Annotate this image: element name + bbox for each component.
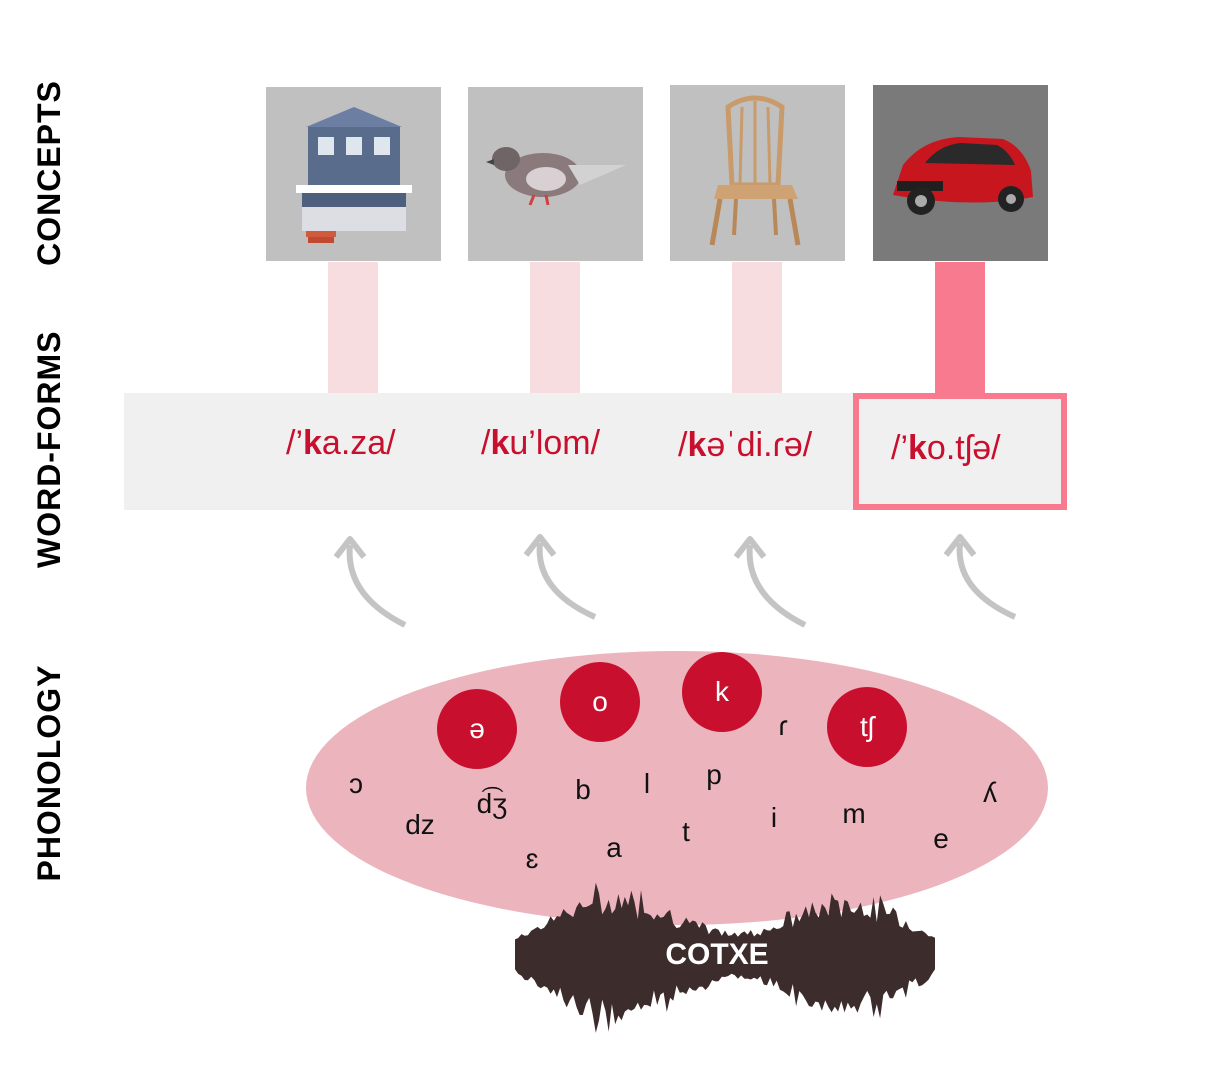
word-form-car: /’ko.tʃə/ <box>891 429 1001 467</box>
phoneme: p <box>706 759 722 790</box>
phonology-ellipse <box>306 651 1048 925</box>
phoneme: ɔ <box>349 768 363 799</box>
arrow-chair-head <box>733 536 767 559</box>
phoneme: t <box>682 816 690 847</box>
phoneme: m <box>842 798 866 829</box>
word-form-pigeon: /ku’lom/ <box>481 424 601 462</box>
active-phoneme-o: o <box>560 662 640 742</box>
concepts-layer-label: CONCEPTS <box>31 80 67 266</box>
phoneme: i <box>770 802 778 833</box>
connector-house <box>328 262 378 393</box>
phoneme: ʎ <box>983 777 997 808</box>
arrow-house-head <box>333 536 367 559</box>
house-icon <box>296 107 412 243</box>
phoneme: e <box>933 823 949 854</box>
arrow-pigeon-head <box>523 534 557 557</box>
audio-word-label: COTXE <box>665 938 769 971</box>
chair-icon <box>709 95 801 246</box>
word-form-house: /’ka.za/ <box>286 424 396 462</box>
pigeon-icon <box>486 147 626 206</box>
concept-house <box>266 87 441 261</box>
active-phoneme-tsh: tʃ <box>827 687 907 767</box>
phoneme: l <box>643 768 651 799</box>
activation-arrows <box>333 534 1017 628</box>
phonology-layer-label: PHONOLOGY <box>31 664 67 882</box>
phoneme: b <box>575 774 591 805</box>
concept-car <box>873 85 1048 261</box>
connector-car <box>935 262 985 393</box>
phoneme: ɛ <box>525 843 539 874</box>
arrow-pigeon <box>536 542 597 620</box>
arrow-house <box>346 544 407 628</box>
word-forms-bar <box>124 393 1067 510</box>
phoneme: d͡ʒ <box>476 788 508 819</box>
phoneme: ɾ <box>778 710 788 741</box>
selected-word-form-box <box>853 393 1067 510</box>
concept-pigeon <box>468 87 643 261</box>
phoneme: a <box>606 832 622 863</box>
concept-chair <box>670 85 845 261</box>
arrow-car-head <box>943 534 977 557</box>
audio-waveform <box>515 882 935 1033</box>
arrow-chair <box>746 544 807 628</box>
connector-pigeon <box>530 262 580 393</box>
car-icon <box>893 137 1033 215</box>
waveform-shape <box>515 882 935 1033</box>
active-phoneme-k: k <box>682 652 762 732</box>
arrow-car <box>956 542 1017 620</box>
connector-chair <box>732 262 782 393</box>
word-form-chair: /kəˈdi.ɾə/ <box>678 426 813 464</box>
active-phoneme-schwa: ə <box>437 689 517 769</box>
phoneme: dz <box>405 809 435 840</box>
